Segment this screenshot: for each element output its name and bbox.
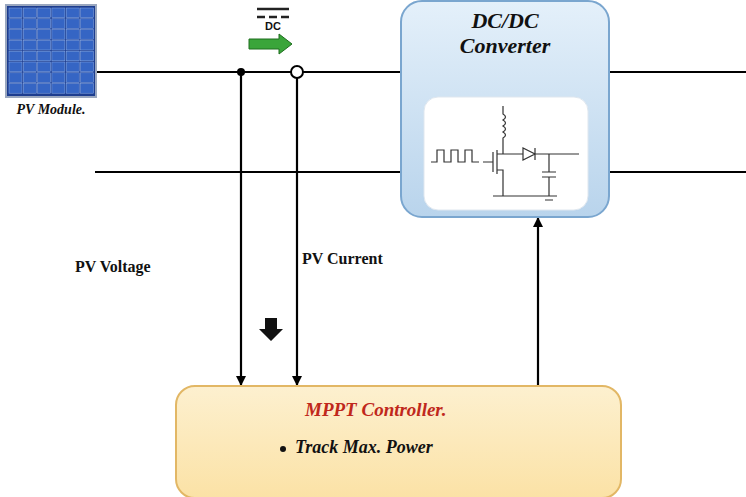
capacitor-symbol bbox=[493, 154, 579, 200]
panel-cell bbox=[66, 62, 79, 72]
panel-cell bbox=[38, 8, 51, 18]
panel-cell bbox=[9, 62, 22, 72]
box-title: DC/DC Converter bbox=[430, 8, 580, 59]
inductor-symbol bbox=[503, 106, 506, 154]
panel-cell bbox=[81, 8, 94, 18]
panel-cell bbox=[66, 19, 79, 29]
panel-cell bbox=[66, 40, 79, 50]
junction-dot bbox=[237, 68, 245, 76]
panel-cell bbox=[9, 73, 22, 83]
converter-box: DC/DC Converter bbox=[400, 0, 610, 218]
panel-cell bbox=[52, 19, 65, 29]
connector bbox=[537, 218, 539, 385]
solar-panel bbox=[5, 4, 97, 98]
dc-label: DC bbox=[265, 20, 281, 32]
pwm-signal bbox=[431, 150, 479, 162]
output-wire bbox=[610, 71, 746, 73]
panel-cell bbox=[52, 30, 65, 40]
panel-cell bbox=[52, 40, 65, 50]
panel-cell bbox=[9, 8, 22, 18]
current-sensor bbox=[291, 66, 303, 78]
connector bbox=[95, 171, 400, 173]
panel-cell bbox=[52, 8, 65, 18]
panel-cell bbox=[52, 84, 65, 94]
dc-flow-arrow bbox=[249, 34, 292, 54]
panel-cell bbox=[23, 40, 36, 50]
panel-cell bbox=[9, 84, 22, 94]
panel-cell bbox=[9, 19, 22, 29]
panel-cell bbox=[81, 19, 94, 29]
panel-cell bbox=[81, 51, 94, 61]
panel-cell bbox=[38, 84, 51, 94]
panel-cell bbox=[23, 19, 36, 29]
dc-symbol bbox=[257, 8, 289, 11]
panel-cell bbox=[9, 30, 22, 40]
panel-cell bbox=[66, 84, 79, 94]
panel-cell bbox=[81, 40, 94, 50]
converter-schematic bbox=[423, 96, 589, 211]
connector bbox=[95, 72, 297, 385]
pv-module: PV Module. bbox=[5, 4, 97, 124]
panel-cell bbox=[81, 84, 94, 94]
output-wire bbox=[610, 171, 746, 173]
panel-cell bbox=[66, 73, 79, 83]
panel-cell bbox=[81, 73, 94, 83]
panel-cell bbox=[38, 30, 51, 40]
panel-cell bbox=[52, 62, 65, 72]
panel-cell bbox=[66, 30, 79, 40]
connector bbox=[95, 72, 241, 385]
panel-cell bbox=[23, 62, 36, 72]
controller-box: MPPT Controller. Track Max. Power bbox=[175, 385, 622, 497]
panel-cell bbox=[23, 84, 36, 94]
schematic-panel bbox=[424, 97, 588, 210]
panel-cell bbox=[38, 73, 51, 83]
panel-cell bbox=[23, 8, 36, 18]
panel-cell bbox=[66, 8, 79, 18]
panel-cell bbox=[38, 51, 51, 61]
panel-cell bbox=[81, 30, 94, 40]
panel-cell bbox=[38, 19, 51, 29]
panel-cell bbox=[23, 51, 36, 61]
panel-cell bbox=[38, 40, 51, 50]
box-body: Track Max. Power bbox=[295, 437, 433, 458]
bullet-dot bbox=[280, 446, 286, 452]
panel-frame bbox=[6, 5, 96, 97]
diode-symbol bbox=[503, 148, 563, 160]
panel-cell bbox=[81, 62, 94, 72]
module-label: PV Module. bbox=[17, 102, 86, 118]
box-title: MPPT Controller. bbox=[305, 399, 446, 421]
panel-cell bbox=[9, 51, 22, 61]
flow-arrow bbox=[259, 318, 283, 341]
signal-label: PV Voltage bbox=[75, 258, 151, 276]
panel-cell bbox=[52, 73, 65, 83]
panel-cell bbox=[52, 51, 65, 61]
panel-cell bbox=[38, 62, 51, 72]
switch-symbol bbox=[483, 150, 503, 196]
signal-label: PV Current bbox=[302, 250, 383, 268]
panel-cell bbox=[23, 30, 36, 40]
panel-cell bbox=[23, 73, 36, 83]
dc-symbol bbox=[257, 16, 289, 19]
panel-cell bbox=[66, 51, 79, 61]
panel-cell bbox=[9, 40, 22, 50]
